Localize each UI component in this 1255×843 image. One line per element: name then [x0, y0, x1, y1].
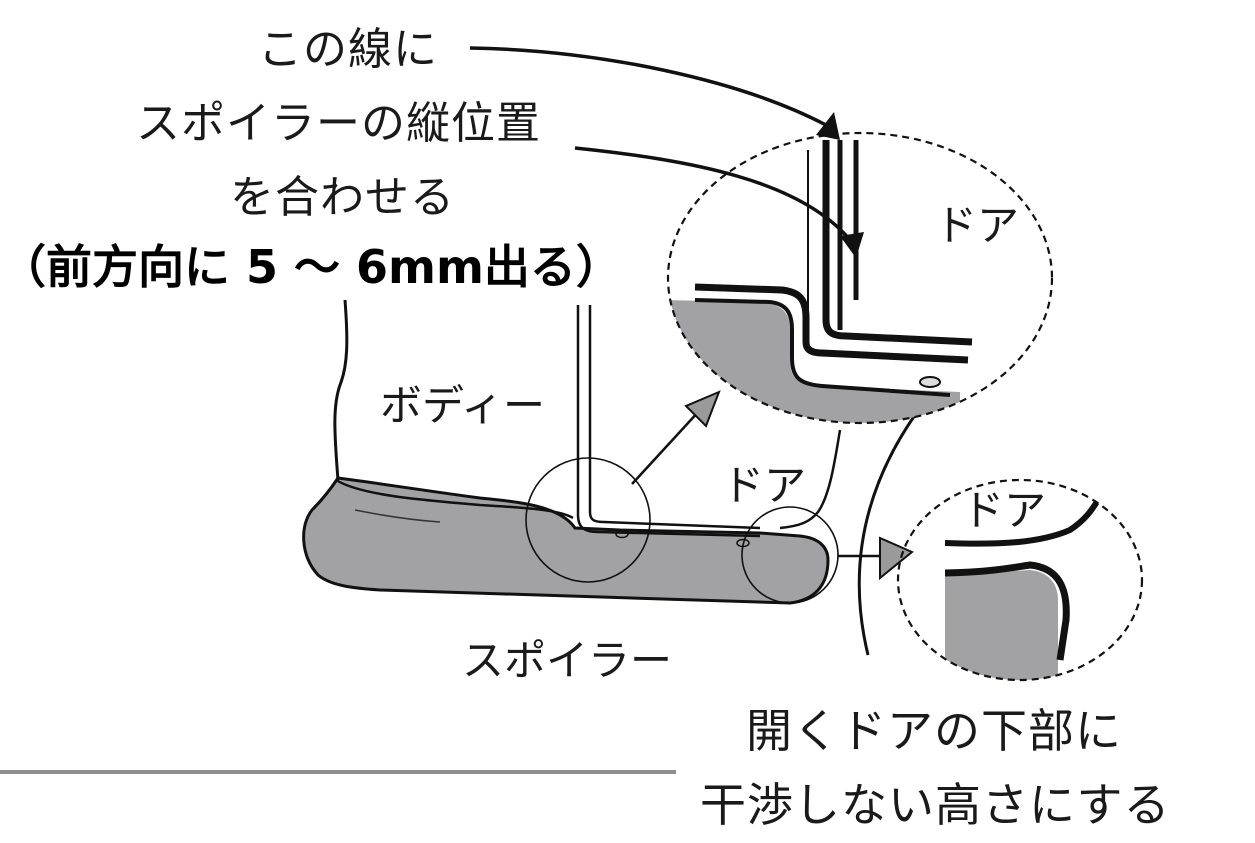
instruction-line-1: この線に	[258, 24, 438, 75]
zoom-arrow-head-right	[879, 536, 914, 581]
leader-line-mid	[574, 146, 852, 242]
label-door-zoom-top: ドア	[935, 201, 1020, 250]
leader-line-top	[469, 46, 827, 127]
door-edge-line	[779, 429, 842, 530]
zoom-arrow-line-top	[631, 409, 701, 485]
instruction-line-3: を合わせる	[230, 172, 455, 223]
zoom-circle-door	[896, 478, 1144, 682]
zoom-detail-main	[668, 140, 973, 423]
leader-arrow-mid	[840, 232, 864, 258]
spoiler-shape	[302, 476, 830, 605]
door-swing-arc	[857, 414, 917, 656]
body-panel-line-inner	[588, 305, 761, 530]
body-clip-hole	[615, 529, 629, 539]
label-door-main: ドア	[722, 461, 807, 510]
body-panel-line-outer	[576, 305, 761, 538]
note-line-2: 干渉しない高さにする	[700, 778, 1171, 832]
zoom-arrow-head-top	[684, 390, 721, 428]
zoom-circle-main	[666, 131, 1054, 425]
label-spoiler: スポイラー	[462, 636, 673, 685]
zoom-clip-hole	[919, 376, 941, 388]
instruction-line-2: スポイラーの縦位置	[136, 98, 541, 149]
instruction-line-4: （前方向に 5 〜 6mm出る）	[0, 240, 622, 294]
zoom-body-line-2	[694, 298, 951, 397]
spoiler-highlight	[354, 509, 441, 523]
zoom-body-line-1	[694, 283, 969, 364]
car-body-outline	[333, 299, 349, 481]
door-zoom-line-lower	[944, 561, 1070, 661]
door-zoom-line-upper	[944, 498, 1101, 547]
label-door-zoom-right: ドア	[962, 486, 1047, 535]
zoom-detail-door	[944, 498, 1101, 680]
door-zoom-spoiler-fill	[945, 570, 1058, 680]
zoom-door-line-1	[822, 140, 973, 346]
label-body: ボディー	[380, 381, 546, 430]
detail-circle-body	[525, 457, 651, 583]
spoiler-top-edge	[335, 478, 574, 520]
note-line-1: 開くドアの下部に	[746, 704, 1122, 758]
leader-arrow-top	[816, 112, 840, 140]
